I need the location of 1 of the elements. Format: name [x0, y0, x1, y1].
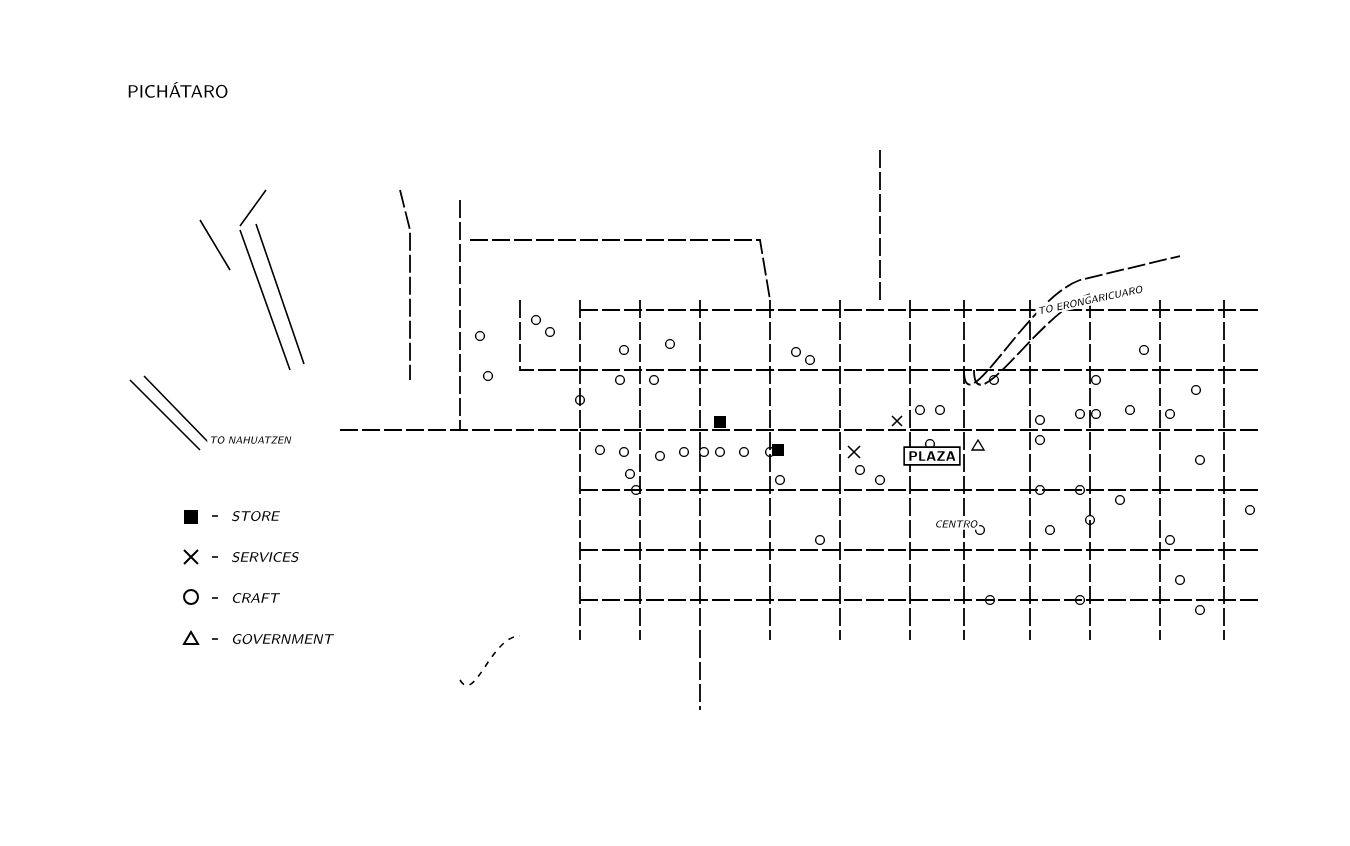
map-title: PICHÁTARO — [128, 82, 228, 98]
